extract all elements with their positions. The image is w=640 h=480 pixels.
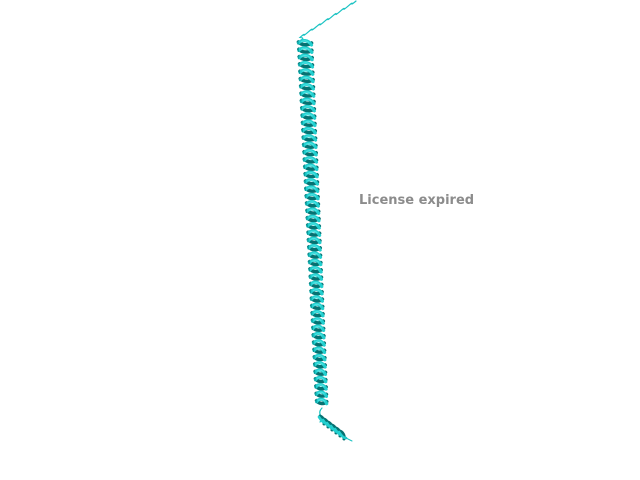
helix-turn-highlight	[317, 391, 325, 395]
helix-turn-highlight	[311, 259, 320, 263]
helix-turn-highlight	[306, 164, 315, 168]
helix-turn-highlight	[309, 215, 318, 219]
helix-turn-highlight	[310, 245, 319, 249]
helix-turn-highlight	[318, 398, 326, 402]
helix-turn-highlight	[317, 384, 325, 388]
helix-turn-highlight	[311, 267, 320, 271]
helix-turn-highlight	[313, 296, 321, 300]
helix-turn-highlight	[303, 91, 312, 95]
helix-turn-highlight	[316, 362, 324, 366]
helix-turn-highlight	[310, 252, 319, 256]
helix-turn-highlight	[313, 311, 322, 314]
helix-turn-highlight	[309, 223, 318, 227]
helix-turn-highlight	[302, 76, 312, 80]
helix-turn-highlight	[308, 194, 317, 197]
helix-turn-highlight	[312, 289, 321, 293]
alpha-helix-c-terminal	[317, 414, 353, 442]
helix-turn-highlight	[315, 355, 324, 358]
coil-segment	[298, 0, 357, 41]
helix-turn-highlight	[310, 237, 319, 241]
helix-turn-highlight	[301, 54, 311, 58]
helix-turn-highlight	[306, 157, 315, 161]
helix-turn-highlight	[316, 369, 324, 373]
helix-turn-highlight	[300, 40, 310, 44]
coil-segment	[345, 437, 353, 442]
helix-turn-highlight	[314, 333, 323, 336]
helix-turn-highlight	[303, 106, 313, 110]
alpha-helix-main	[296, 39, 329, 406]
helix-turn-highlight	[312, 274, 320, 278]
helix-turn-highlight	[303, 98, 313, 102]
helix-turn-highlight	[315, 347, 323, 351]
helix-turn-highlight	[302, 84, 312, 88]
n-terminal-coil	[298, 0, 357, 41]
helix-turn-highlight	[305, 150, 315, 153]
helix-turn-highlight	[304, 128, 314, 131]
helix-turn-highlight	[301, 69, 311, 73]
helix-turn-highlight	[300, 47, 310, 51]
helix-turn-highlight	[301, 62, 311, 66]
helix-turn-highlight	[307, 179, 316, 183]
license-expired-watermark: License expired	[359, 193, 475, 208]
helix-turn-highlight	[304, 113, 313, 117]
helix-turn-highlight	[305, 135, 314, 139]
helix-turn-highlight	[307, 186, 316, 190]
helix-turn-highlight	[315, 340, 323, 344]
helix-turn-highlight	[308, 201, 317, 205]
helix-turn-highlight	[317, 377, 325, 380]
helix-turn-highlight	[309, 230, 318, 234]
helix-turn-highlight	[314, 325, 323, 329]
helix-turn-highlight	[313, 303, 322, 307]
helix-turn-highlight	[312, 281, 321, 285]
helix-turn-highlight	[305, 142, 314, 146]
helix-turn-highlight	[304, 120, 313, 124]
helix-turn-front	[337, 430, 348, 440]
helix-turn-highlight	[308, 208, 317, 212]
helix-turn-highlight	[314, 318, 322, 322]
helix-turn-highlight	[306, 172, 316, 175]
